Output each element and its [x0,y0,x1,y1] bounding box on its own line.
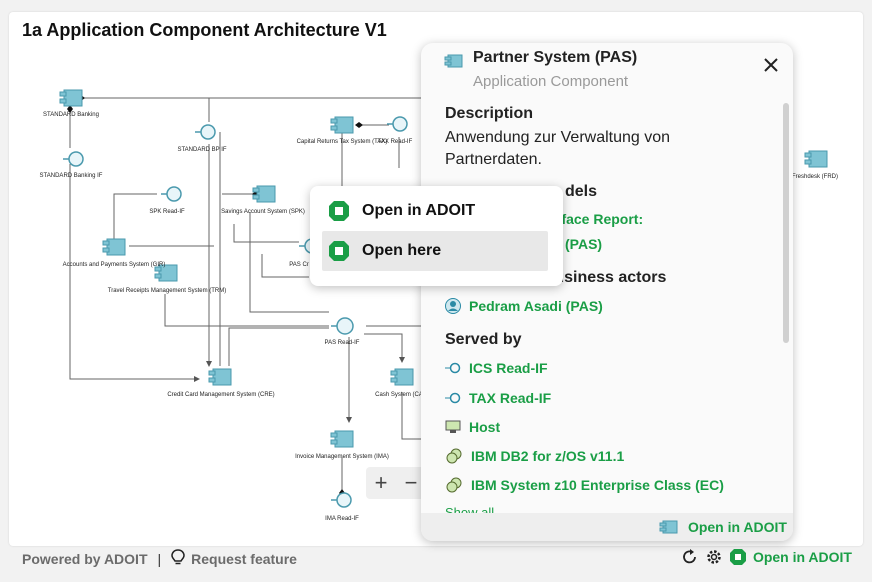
details-panel: Partner System (PAS) Application Compone… [421,43,793,541]
panel-footer-link-label: Open in ADOIT [687,519,787,535]
powered-by-text: Powered by ADOIT [22,550,148,567]
zoom-in-button[interactable]: + [374,470,388,495]
panel-footer: Open in ADOIT [421,513,793,541]
panel-body[interactable]: Description Anwendung zur Verwaltung von… [445,105,775,515]
page-footer: Powered by ADOIT | Request feature Open … [0,546,872,570]
adoit-logo-icon [329,201,349,221]
label-standard-bp-if: STANDARD BP IF [177,147,226,153]
panel-subtitle: Application Component [473,73,629,90]
diagram-title: 1a Application Component Architecture V1 [22,20,387,40]
close-icon[interactable] [764,54,778,76]
models-heading: dels [565,183,598,200]
label-tax-read-if: TAX Read-IF [378,139,413,145]
panel-open-in-adoit-link[interactable]: Open in ADOIT [658,519,787,535]
request-feature-link[interactable]: Request feature [191,550,297,567]
component-icon [444,54,463,68]
node-savings-account[interactable] [252,185,276,203]
node-tax-system[interactable] [330,116,354,134]
menu-item-label: Open in ADOIT [362,202,476,219]
node-cash-system[interactable] [390,368,414,386]
served-item-label: ICS Read-IF [469,360,548,376]
footer-separator: | [157,550,162,567]
adoit-logo-icon [329,241,349,261]
node-ima-read-if[interactable] [331,492,352,508]
label-standard-banking-if: STANDARD Banking IF [40,173,103,179]
system-software-icon [446,477,462,493]
panel-title: Partner System (PAS) [473,49,638,66]
system-software-icon [446,448,462,464]
served-item[interactable]: IBM System z10 Enterprise Class (EC) [445,477,724,493]
served-item[interactable]: TAX Read-IF [445,390,551,406]
node-tax-read-if[interactable] [387,116,408,132]
menu-item-label: Open here [362,242,442,259]
gear-icon[interactable] [705,548,723,566]
served-item[interactable]: Host [445,419,500,435]
served-item[interactable]: IBM DB2 for z/OS v11.1 [445,448,624,464]
node-standard-bp-if[interactable] [195,124,216,140]
architecture-diagram[interactable]: STANDARD Banking STANDARD Banking IF STA… [9,12,863,546]
node-pas-read-if[interactable] [331,317,354,335]
node-freshdesk[interactable] [804,150,828,168]
refresh-icon[interactable] [681,548,699,566]
label-tax-system: Capital Returns Tax System (TAX) [297,139,388,145]
served-item-label: IBM DB2 for z/OS v11.1 [471,448,625,464]
actor-link[interactable]: Pedram Asadi (PAS) [445,298,603,314]
model-link-pas[interactable]: (PAS) [565,236,603,252]
node-spk-read-if[interactable] [161,186,182,202]
lightbulb-icon [171,549,185,568]
label-spk-read-if: SPK Read-IF [149,209,185,215]
label-cash-system: Cash System (CA [375,392,423,398]
actor-name: Pedram Asadi (PAS) [469,298,603,314]
description-heading: Description [445,105,534,122]
show-all-link[interactable]: Show all [445,505,495,515]
node-standard-banking-if[interactable] [63,151,84,167]
open-here-menu-item[interactable]: Open here [322,231,548,271]
zoom-controls: + − [366,467,426,499]
interface-icon [445,362,461,374]
label-freshdesk: Freshdesk (FRD) [792,174,838,180]
label-accounts-payments: Accounts and Payments System (GIR) [63,262,166,268]
node-credit-card[interactable] [208,368,232,386]
device-icon [445,420,461,433]
node-invoice-management[interactable] [330,430,354,448]
open-menu-popup: Open in ADOIT Open here [310,186,563,286]
served-item-label: IBM System z10 Enterprise Class (EC) [471,477,724,493]
node-standard-banking[interactable] [59,89,83,107]
open-in-adoit-menu-item[interactable]: Open in ADOIT [322,191,548,231]
label-savings-account: Savings Account System (SPK) [221,209,305,215]
description-text: Anwendung zur Verwaltung von Partnerdate… [445,129,671,168]
interface-icon [445,392,461,404]
node-accounts-payments[interactable] [102,238,126,256]
label-travel-receipts: Travel Receipts Management System (TRM) [108,288,226,294]
label-pas-cr: PAS Cr [289,262,309,268]
label-standard-banking: STANDARD Banking [43,112,99,118]
panel-scrollbar[interactable] [783,103,789,343]
label-ima-read-if: IMA Read-IF [325,516,359,522]
served-item-label: TAX Read-IF [469,390,552,406]
label-invoice-management: Invoice Management System (IMA) [295,454,389,460]
adoit-logo-icon [729,549,746,565]
label-credit-card: Credit Card Management System (CRE) [167,392,274,398]
node-travel-receipts[interactable] [154,264,178,282]
zoom-out-button[interactable]: − [404,470,418,495]
served-item-label: Host [469,419,501,435]
served-heading: Served by [445,331,522,348]
served-item[interactable]: ICS Read-IF [445,360,548,376]
label-pas-read-if: PAS Read-IF [325,340,360,346]
actor-icon [445,298,461,314]
component-icon [659,520,678,534]
footer-open-in-adoit-link[interactable]: Open in ADOIT [752,549,852,565]
